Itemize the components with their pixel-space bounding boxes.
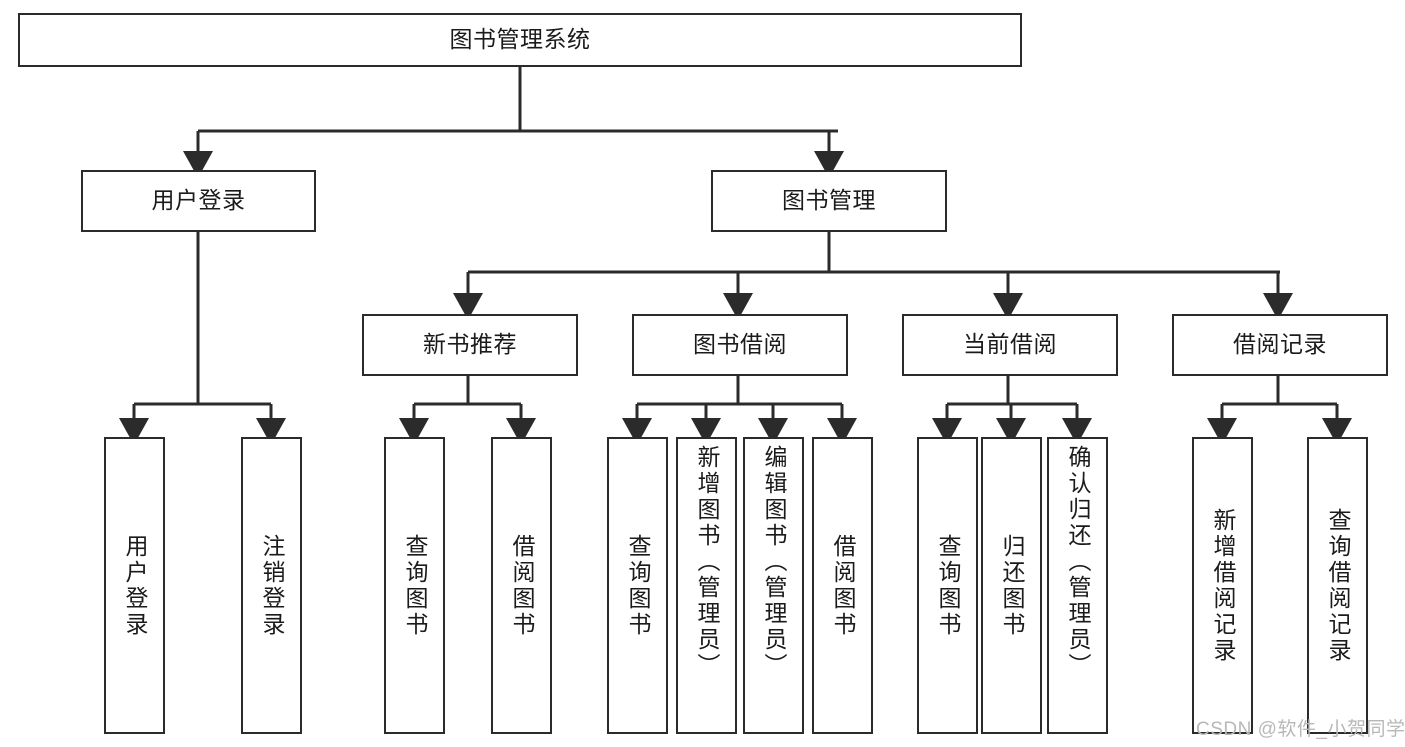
node-leaf-return-book[interactable]: 归还图书 xyxy=(981,437,1042,734)
node-leaf-user-logout[interactable]: 注销登录 xyxy=(241,437,302,734)
node-root-book-management-system[interactable]: 图书管理系统 xyxy=(18,13,1022,67)
node-label: 图书管理 xyxy=(782,187,876,214)
node-book-management[interactable]: 图书管理 xyxy=(711,170,947,232)
node-label: 图书管理系统 xyxy=(449,26,591,53)
node-leaf-query-book-current[interactable]: 查询图书 xyxy=(917,437,978,734)
node-label: 查询借阅记录 xyxy=(1325,507,1351,664)
node-label: 确认归还（管理员） xyxy=(1065,445,1091,679)
node-leaf-borrow-book-recommend[interactable]: 借阅图书 xyxy=(491,437,552,734)
node-label: 新增图书（管理员） xyxy=(694,445,720,679)
node-leaf-borrow-book-borrow[interactable]: 借阅图书 xyxy=(812,437,873,734)
node-label: 当前借阅 xyxy=(963,331,1057,358)
node-label: 新增借阅记录 xyxy=(1210,507,1236,664)
node-label: 用户登录 xyxy=(151,187,246,214)
node-leaf-confirm-return-admin[interactable]: 确认归还（管理员） xyxy=(1047,437,1108,734)
node-label: 新书推荐 xyxy=(423,331,517,358)
node-label: 借阅图书 xyxy=(509,533,535,638)
node-leaf-query-borrow-record[interactable]: 查询借阅记录 xyxy=(1307,437,1368,734)
node-label: 编辑图书（管理员） xyxy=(761,445,787,679)
node-leaf-query-book-borrow[interactable]: 查询图书 xyxy=(607,437,668,734)
node-label: 归还图书 xyxy=(999,533,1025,638)
node-label: 用户登录 xyxy=(122,533,148,638)
node-leaf-edit-book-admin[interactable]: 编辑图书（管理员） xyxy=(743,437,804,734)
watermark-text: CSDN @软件_小贺同学 xyxy=(1196,719,1405,740)
node-leaf-add-book-admin[interactable]: 新增图书（管理员） xyxy=(676,437,737,734)
node-label: 借阅记录 xyxy=(1233,331,1327,358)
node-label: 查询图书 xyxy=(935,533,961,638)
node-label: 查询图书 xyxy=(402,533,428,638)
node-current-borrow[interactable]: 当前借阅 xyxy=(902,314,1118,376)
node-user-login[interactable]: 用户登录 xyxy=(81,170,316,232)
node-leaf-query-book-recommend[interactable]: 查询图书 xyxy=(384,437,445,734)
node-label: 查询图书 xyxy=(625,533,651,638)
node-label: 注销登录 xyxy=(259,533,285,638)
node-book-borrow[interactable]: 图书借阅 xyxy=(632,314,848,376)
node-borrow-record[interactable]: 借阅记录 xyxy=(1172,314,1388,376)
node-label: 图书借阅 xyxy=(693,331,787,358)
node-label: 借阅图书 xyxy=(830,533,856,638)
node-new-book-recommend[interactable]: 新书推荐 xyxy=(362,314,578,376)
node-leaf-user-login[interactable]: 用户登录 xyxy=(104,437,165,734)
node-leaf-add-borrow-record[interactable]: 新增借阅记录 xyxy=(1192,437,1253,734)
